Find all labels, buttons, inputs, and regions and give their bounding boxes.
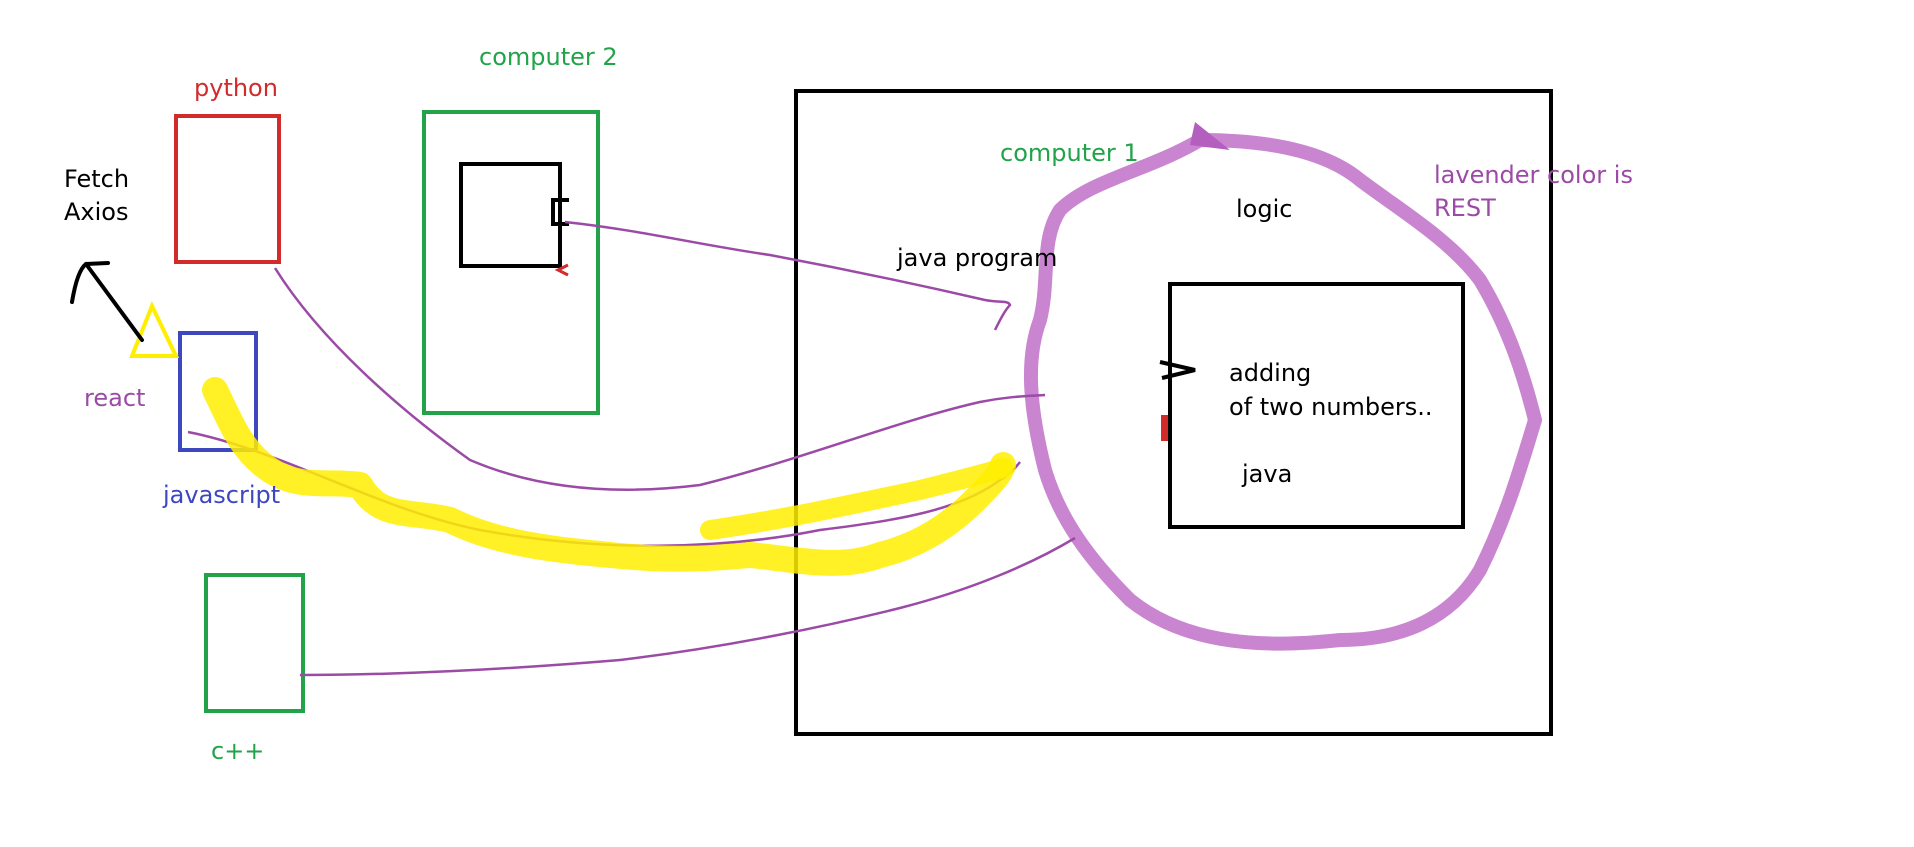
arrow-mark-black [1159,360,1196,380]
label-computer-2: computer 2 [479,43,618,71]
computer-2-box [422,110,600,415]
red-mark [1161,415,1168,441]
computer-2-red-mark [554,263,569,277]
react-highlight-stroke [202,377,1016,576]
java-logic-box [1168,282,1465,529]
cpp-box [204,573,305,713]
label-python: python [194,74,278,102]
label-rest-line1: lavender color is [1434,161,1633,189]
connection-cpp-to-java [299,536,1076,677]
label-react: react [84,384,145,412]
label-java: java [1241,460,1292,488]
label-rest-line2: REST [1434,194,1496,222]
rest-loop-tip [1190,122,1230,150]
label-logic: logic [1236,195,1292,223]
label-axios: Axios [64,198,128,226]
label-java-program: java program [896,244,1057,272]
python-box [174,114,281,264]
react-highlight-stroke-2 [700,458,1013,540]
label-two-numbers: of two numbers.. [1229,393,1433,421]
react-triangle [129,301,180,358]
rest-loop [1023,133,1542,651]
fetch-arrow [70,261,144,342]
javascript-box [178,331,258,452]
connection-python-to-java [273,267,1046,491]
label-adding: adding [1229,359,1311,387]
label-computer-1: computer 1 [1000,139,1139,167]
computer-2-bracket [551,198,569,226]
label-fetch: Fetch [64,165,129,193]
computer-1-box [794,89,1553,736]
connection-computer2-to-java [564,220,1012,331]
label-javascript: javascript [162,481,280,509]
computer-2-inner-box [459,162,562,268]
label-cpp: c++ [211,737,264,765]
